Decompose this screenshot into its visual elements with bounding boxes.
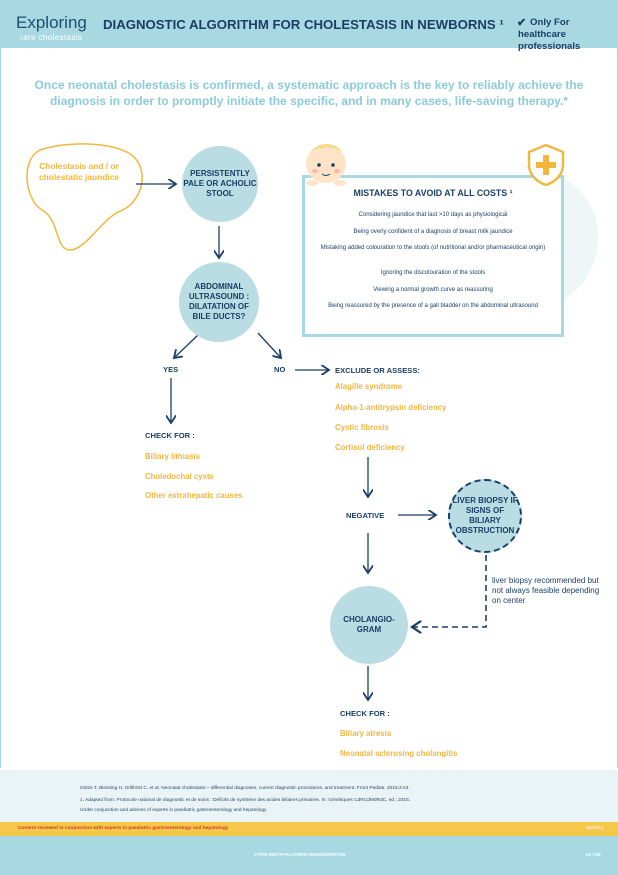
- footer-bar: CTRS-INSTIT-PLATEDIC-DN020/20/07/25 01 /…: [0, 836, 618, 875]
- stool-node: PERSISTENTLY PALE OR ACHOLIC STOOL: [182, 146, 258, 222]
- checkmark-icon: ✔: [517, 17, 527, 29]
- biopsy-node: LIVER BIOPSY IF SIGNS OF BILIARY OBSTRUC…: [448, 479, 522, 553]
- mistake-item: Being overly confident of a diagnosis of…: [353, 229, 513, 235]
- arrow-ultrasound-no: [257, 332, 281, 358]
- exclude-item: Cystic fibrosis: [335, 423, 389, 432]
- mistakes-title: MISTAKES TO AVOID AT ALL COSTS ¹: [353, 188, 513, 198]
- yes-item: Biliary lithiasis: [145, 452, 201, 461]
- hcp-note: Only For healthcare professionals: [518, 17, 581, 52]
- dashed-biopsy-to-cholangiogram: [412, 555, 487, 627]
- reference-text: 1. Adapted from: Protocole national de d…: [80, 798, 411, 803]
- review-date: 09/2021: [586, 826, 604, 831]
- yes-label: YES: [163, 365, 179, 374]
- frame-left: [0, 48, 1, 768]
- start-condition: Cholestasis and / or cholestatic jaundic…: [38, 161, 120, 182]
- mistake-item: Being reassured by the presence of a gal…: [328, 303, 538, 309]
- page-number: 01 / 09: [586, 853, 601, 858]
- final-item: Neonatal sclerosing cholangitis: [340, 749, 458, 758]
- yes-item: Choledochal cysts: [145, 472, 214, 481]
- cholangiogram-node: CHOLANGIO-GRAM: [330, 586, 408, 664]
- final-check-title: CHECK FOR :: [340, 709, 390, 718]
- mistakes-box: MISTAKES TO AVOID AT ALL COSTS ¹ Conside…: [302, 175, 564, 337]
- logo-text: Exploring: [16, 13, 87, 32]
- logo-subtitle: rare cholestasis: [20, 33, 83, 42]
- yes-item: Other extrahepatic causes: [145, 491, 243, 500]
- baby-illustration-icon: [306, 143, 346, 186]
- document-code: CTRS-INSTIT-PLATEDIC-DN020/20/07/25: [254, 853, 346, 858]
- references-section: Götze T, Blessing H, Grillhösl C, et al.…: [0, 770, 618, 822]
- exclude-title: EXCLUDE OR ASSESS:: [335, 366, 420, 375]
- ultrasound-node: ABDOMINAL ULTRASOUND : DILATATION OF BIL…: [179, 262, 259, 342]
- exclude-item: Cortisol deficiency: [335, 443, 405, 452]
- negative-label: NEGATIVE: [346, 511, 385, 520]
- arrow-ultrasound-yes: [174, 334, 199, 358]
- reference-text: Götze T, Blessing H, Grillhösl C, et al.…: [80, 786, 410, 791]
- header-bar: Exploring rare cholestasis DIAGNOSTIC AL…: [0, 0, 618, 52]
- mistake-item: Mistaking added colouration to the stool…: [320, 245, 546, 251]
- intro-text: Once neonatal cholestasis is confirmed, …: [34, 78, 584, 108]
- mistake-item: Considering jaundice that last >10 days …: [358, 212, 508, 218]
- no-label: NO: [274, 365, 286, 374]
- exclude-item: Alpha-1-antitrypsin deficiency: [335, 403, 447, 412]
- biopsy-note: liver biopsy recommended but not always …: [492, 576, 600, 605]
- mistake-item: Ignoring the discolouration of the stool…: [380, 270, 486, 276]
- yes-check-title: CHECK FOR :: [145, 431, 195, 440]
- exclude-item: Alagille syndrome: [335, 382, 403, 391]
- shield-cross-icon: [527, 143, 565, 187]
- review-bar: Content reviewed in conjunction with exp…: [0, 822, 618, 836]
- page-title: DIAGNOSTIC ALGORITHM FOR CHOLESTASIS IN …: [103, 17, 504, 32]
- final-item: Biliary atresia: [340, 729, 392, 738]
- mistake-item: Viewing a normal growth curve as reassur…: [373, 287, 493, 293]
- start-cloud-outline: [26, 143, 143, 251]
- reference-text: Under conjunction and advices of experts…: [80, 808, 267, 813]
- review-note: Content reviewed in conjunction with exp…: [18, 826, 229, 831]
